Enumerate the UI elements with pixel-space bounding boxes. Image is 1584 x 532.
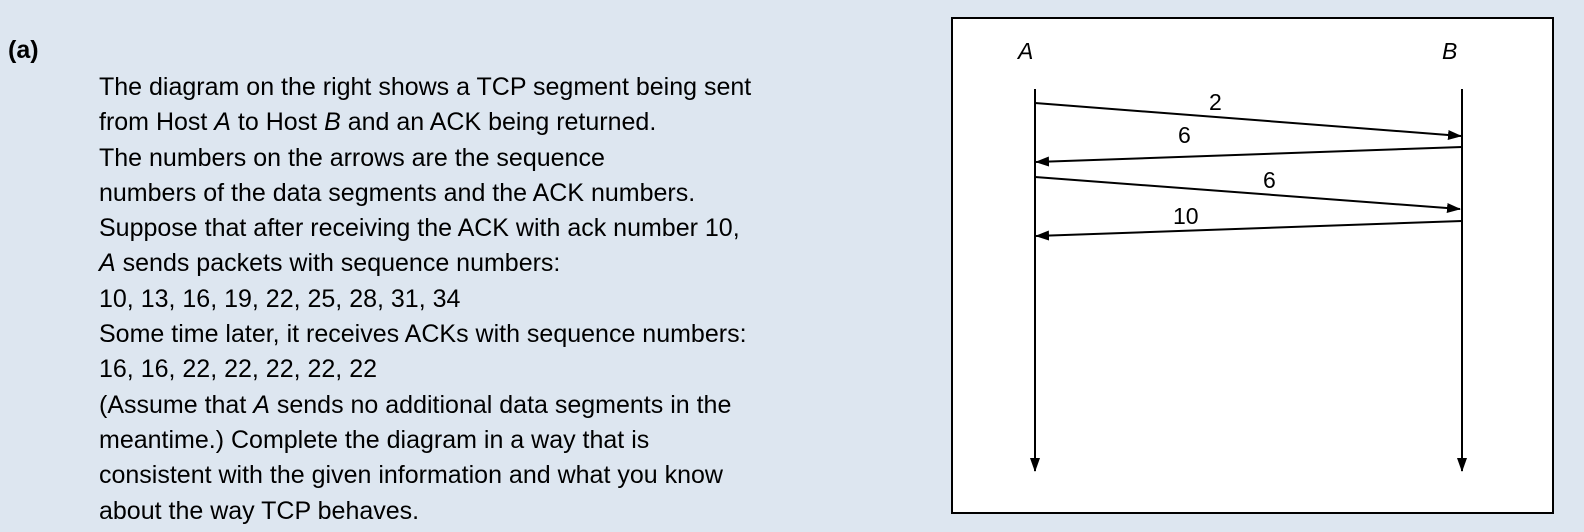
part-label: (a)	[8, 36, 39, 64]
text-run: The numbers on the arrows are the sequen…	[99, 143, 605, 172]
text-run: about the way TCP behaves.	[99, 496, 420, 525]
message-arrow-4	[1035, 220, 1463, 241]
text-run: and an ACK being returned.	[340, 108, 657, 137]
text-run: sends no additional data segments in the	[269, 390, 732, 419]
sequence-diagram: A B 2 6 6 10	[951, 17, 1554, 514]
question-line: 16, 16, 22, 22, 22, 22, 22	[99, 352, 919, 387]
question-text: The diagram on the right shows a TCP seg…	[99, 70, 919, 529]
message-label-3: 6	[1263, 167, 1276, 193]
text-run: to Host	[230, 108, 325, 137]
question-line: meantime.) Complete the diagram in a way…	[99, 423, 919, 458]
text-run: numbers of the data segments and the ACK…	[99, 178, 696, 207]
question-line: The diagram on the right shows a TCP seg…	[99, 70, 919, 105]
message-label-1: 2	[1209, 89, 1222, 115]
text-run: sends packets with sequence numbers:	[115, 249, 561, 278]
question-line: 10, 13, 16, 19, 22, 25, 28, 31, 34	[99, 282, 919, 317]
question-line: (Assume that A sends no additional data …	[99, 388, 919, 423]
text-run: (Assume that	[99, 390, 254, 419]
host-name: A	[253, 390, 270, 419]
message-arrow-3	[1034, 176, 1461, 214]
question-line: Some time later, it receives ACKs with s…	[99, 317, 919, 352]
host-name: A	[99, 249, 116, 278]
text-run: Suppose that after receiving the ACK wit…	[99, 214, 740, 243]
host-a-label: A	[1018, 38, 1034, 64]
text-run: consistent with the given information an…	[99, 461, 723, 490]
question-line: numbers of the data segments and the ACK…	[99, 176, 919, 211]
text-run: Some time later, it receives ACKs with s…	[99, 320, 747, 349]
host-name: A	[214, 108, 231, 137]
host-name: B	[324, 108, 341, 137]
host-b-label: B	[1442, 38, 1458, 64]
text-run: 16, 16, 22, 22, 22, 22, 22	[99, 355, 378, 384]
question-line: from Host A to Host B and an ACK being r…	[99, 105, 919, 140]
question-line: The numbers on the arrows are the sequen…	[99, 141, 919, 176]
question-line: about the way TCP behaves.	[99, 494, 919, 529]
question-line: A sends packets with sequence numbers:	[99, 246, 919, 281]
message-arrow-2	[1035, 146, 1463, 167]
message-arrow-1	[1034, 102, 1462, 140]
text-run: meantime.) Complete the diagram in a way…	[99, 425, 650, 454]
text-run: from Host	[99, 108, 215, 137]
text-run: The diagram on the right shows a TCP seg…	[99, 73, 752, 101]
question-line: consistent with the given information an…	[99, 458, 919, 493]
sequence-diagram-svg	[1030, 89, 1467, 472]
message-label-2: 6	[1178, 122, 1191, 148]
question-line: Suppose that after receiving the ACK wit…	[99, 211, 919, 246]
text-run: 10, 13, 16, 19, 22, 25, 28, 31, 34	[99, 284, 461, 313]
message-label-4: 10	[1173, 203, 1199, 229]
